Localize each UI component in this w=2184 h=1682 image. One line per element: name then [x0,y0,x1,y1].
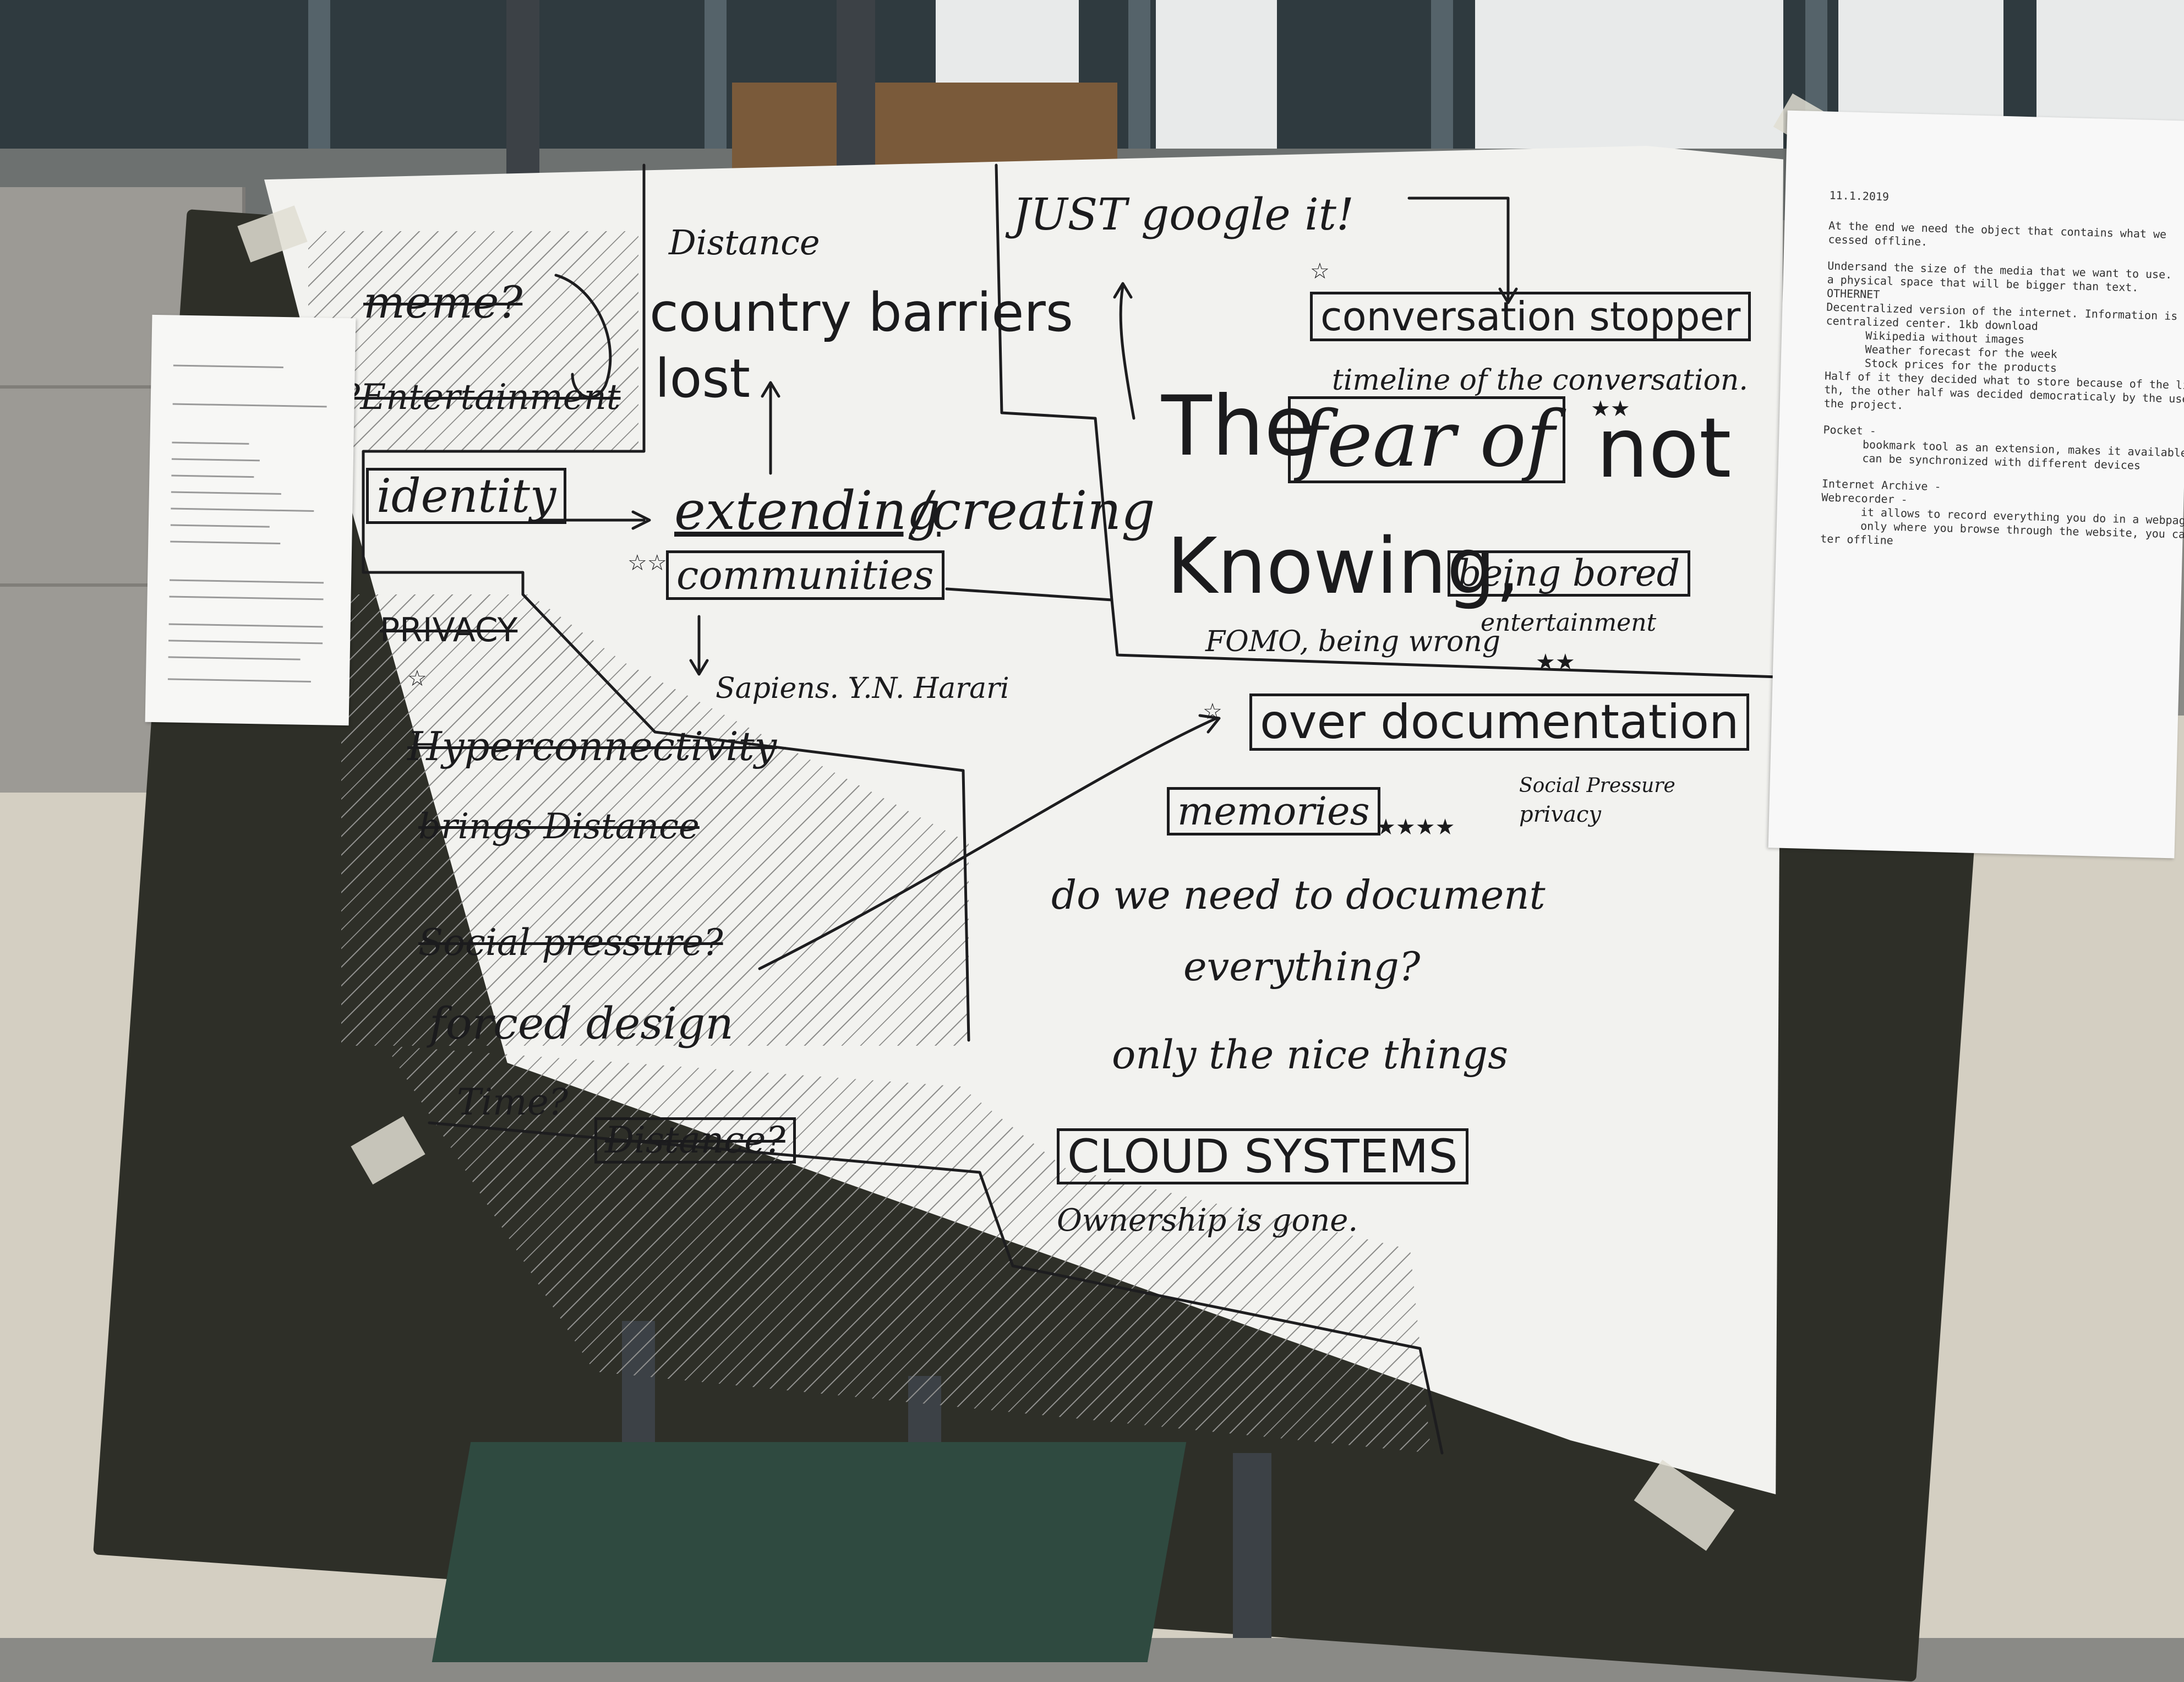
easel-post [837,0,875,182]
note-do-we-need-line1: do we need to document [1051,872,1546,918]
paper-text-line [171,474,254,478]
note-ownership: Ownership is gone. [1057,1203,1358,1238]
note-line: OTHERNET [1826,286,1880,302]
cabinet-drawer-line [0,583,242,587]
note-social-pressure-small: Social Pressure [1519,774,1675,797]
divider-line [428,1121,1444,1455]
hatched-area [308,231,638,451]
note-privacy: PRIVACY [380,611,518,649]
note-conversation-stopper: conversation stopper [1310,292,1751,341]
easel-post [506,0,539,198]
note-just-google-it: JUST google it! [1013,189,1355,240]
star-icon: ☆ [407,666,427,691]
note-being-bored: being bored [1448,550,1690,597]
note-creating: /creating [914,480,1155,542]
arrow-icon [761,381,780,475]
star-icon: ★★★★ [1376,815,1455,840]
note-lost: lost [655,348,751,409]
arrow-icon [758,714,1221,970]
note-meme: meme? [363,277,523,328]
arrow-icon [689,615,709,676]
note-social-pressure: Social pressure? [418,921,723,964]
note-communities: communities [666,550,944,600]
arrow-icon [538,510,651,530]
note-distance-struck: Distance? [594,1117,796,1164]
note-only-nice-things: only the nice things [1112,1031,1509,1078]
note-extending: extending [674,480,941,542]
note-over-documentation: over documentation [1249,693,1750,751]
note-not: not [1596,401,1732,496]
star-icon: ☆ [1310,259,1330,284]
note-line: Webrecorder - [1821,490,1908,506]
paper-text-line [171,507,314,512]
divider-line [362,163,970,1042]
note-line: the project. [1823,396,1904,412]
note-time: Time? [457,1081,569,1123]
note-identity: identity [366,468,567,524]
paper-text-line [168,640,323,645]
note-cloud-systems: CLOUD SYSTEMS [1057,1128,1468,1184]
pinned-paper-right: 11.1.2019 At the end we need the object … [1768,110,2184,859]
note-line: Pocket - [1823,423,1877,438]
note-entertainment: entertainment [1481,609,1657,637]
note-sapiens: Sapiens. Y.N. Harari [716,672,1009,705]
paper-text-line [171,491,281,495]
note-timeline: timeline of the conversation. [1332,364,1748,397]
paper-text-line [172,441,249,445]
paper-text-line [171,458,260,462]
star-icon: ☆ [1203,699,1222,724]
divider-line [945,163,1113,602]
easel-leg [1233,1453,1271,1638]
pinned-paper-left [145,314,356,726]
cabinet-drawer-line [0,385,242,389]
note-entertainment-struck: ?Entertainment [341,377,621,418]
arrow-icon [1407,196,1518,304]
note-fear-of: fear of [1288,396,1565,483]
note-fomo: FOMO, being wrong [1205,625,1501,658]
note-memories: memories [1167,787,1380,835]
paper-text-line [170,524,270,528]
star-icon: ★★ [1536,649,1575,675]
paper-text-line [172,403,327,408]
paper-text-line [170,579,324,584]
note-line: cessed offline. [1828,232,1928,249]
paper-text-line [170,540,281,544]
note-line: 11.1.2019 [1829,188,1890,204]
star-icon: ☆☆ [627,550,667,576]
paper-text-line [167,678,311,682]
arrow-icon [1113,282,1135,420]
divider-line [1110,598,1779,679]
loop-arrow-icon [554,274,612,399]
note-country-barriers: country barriers [649,282,1073,343]
paper-text-line [173,364,283,369]
note-knowing: Knowing, [1167,522,1520,611]
paper-text-line [169,596,324,600]
note-line: ter offline [1820,532,1894,547]
paper-text-line [168,623,323,628]
note-privacy-small: privacy [1519,802,1601,827]
star-icon: ★★ [1591,396,1630,422]
note-forced-design: forced design [429,998,734,1049]
paper-text-line [168,656,301,660]
note-brings-distance: brings Distance [418,806,700,847]
note-do-we-need-line2: everything? [1183,943,1421,990]
note-hyperconnectivity: Hyperconnectivity [407,723,777,769]
note-distance-heading: Distance [669,222,820,263]
